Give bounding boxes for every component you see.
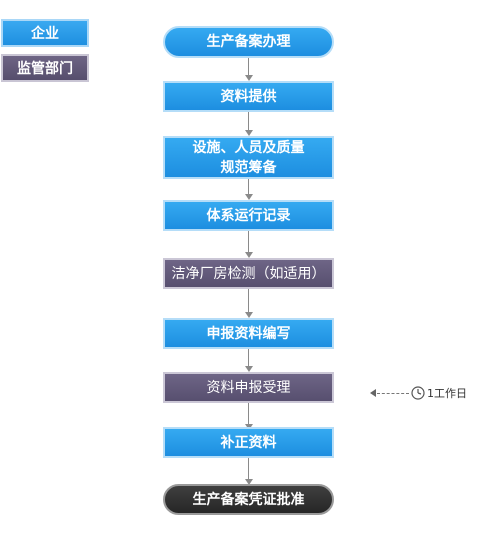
arrow-down-icon bbox=[245, 252, 253, 258]
step-label: 资料申报受理 bbox=[206, 379, 291, 396]
step-label: 申报资料编写 bbox=[206, 325, 291, 342]
flow-connector bbox=[248, 112, 249, 131]
arrow-down-icon bbox=[245, 479, 253, 485]
step-label: 洁净厂房检测（如适用） bbox=[171, 265, 326, 282]
timer-label: 1工作日 bbox=[427, 387, 467, 400]
legend-company: 企业 bbox=[1, 19, 89, 47]
step-production-filing: 生产备案办理 bbox=[163, 26, 334, 58]
step-application-writing: 申报资料编写 bbox=[163, 318, 334, 349]
step-label: 生产备案凭证批准 bbox=[192, 491, 305, 508]
arrow-down-icon bbox=[245, 366, 253, 372]
step-label: 补正资料 bbox=[220, 434, 277, 451]
step-facility-preparation: 设施、人员及质量 规范筹备 bbox=[163, 136, 334, 179]
clock-icon bbox=[411, 386, 425, 400]
step-filing-approval: 生产备案凭证批准 bbox=[163, 484, 334, 515]
step-submission-acceptance: 资料申报受理 bbox=[163, 372, 334, 403]
arrow-down-icon bbox=[245, 130, 253, 136]
step-cleanroom-testing: 洁净厂房检测（如适用） bbox=[163, 258, 334, 289]
flow-connector bbox=[248, 403, 249, 425]
step-label: 体系运行记录 bbox=[206, 207, 291, 224]
flow-connector bbox=[248, 179, 249, 195]
dashed-arrow-left-icon bbox=[370, 389, 409, 397]
arrow-down-icon bbox=[245, 312, 253, 318]
step-supplementary-documents: 补正资料 bbox=[163, 427, 334, 458]
flow-connector bbox=[248, 458, 249, 480]
flow-connector bbox=[248, 289, 249, 313]
legend-regulator: 监管部门 bbox=[1, 54, 89, 82]
legend-company-label: 企业 bbox=[31, 26, 59, 42]
step-label: 生产备案办理 bbox=[206, 34, 291, 50]
step-label: 设施、人员及质量 规范筹备 bbox=[192, 139, 305, 176]
step-document-provision: 资料提供 bbox=[163, 81, 334, 112]
arrow-down-icon bbox=[245, 194, 253, 200]
legend-regulator-label: 监管部门 bbox=[17, 61, 73, 77]
step-label: 资料提供 bbox=[220, 88, 277, 105]
arrow-down-icon bbox=[245, 75, 253, 81]
flow-connector bbox=[248, 231, 249, 253]
step-system-records: 体系运行记录 bbox=[163, 200, 334, 231]
timer-annotation: 1工作日 bbox=[370, 384, 467, 402]
flow-connector bbox=[248, 58, 249, 76]
flow-connector bbox=[248, 349, 249, 367]
